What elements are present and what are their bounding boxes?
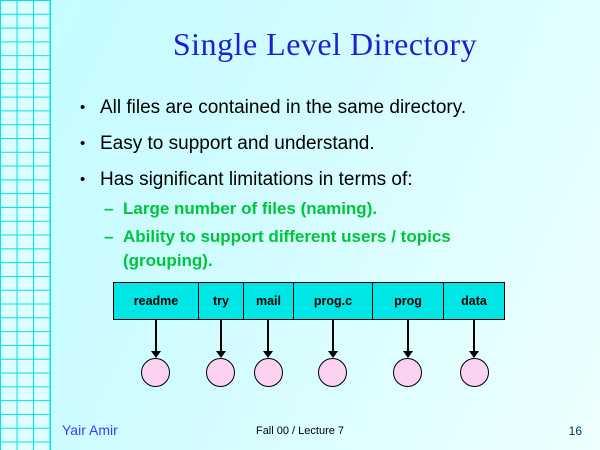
down-arrow-icon <box>267 320 269 351</box>
down-arrow-head-icon <box>327 351 338 358</box>
file-node-circle <box>393 358 422 387</box>
file-node-circle <box>459 358 489 387</box>
bullet-text: Easy to support and understand. <box>100 133 375 154</box>
slide-title: Single Level Directory <box>172 26 478 62</box>
file-pointer <box>243 320 293 387</box>
down-arrow-head-icon <box>150 351 161 358</box>
file-node-circle <box>206 358 235 387</box>
table-cell-prog-c: prog.c <box>294 283 373 319</box>
table-cell-data: data <box>461 294 487 308</box>
file-node-circle <box>141 358 170 387</box>
file-pointer <box>113 320 198 387</box>
bullet-list: • All files are contained in the same di… <box>80 96 560 204</box>
sub-bullet-item: – Large number of files (naming). <box>104 197 534 221</box>
dash-marker: – <box>104 199 114 218</box>
dash-marker: – <box>104 227 114 246</box>
down-arrow-icon <box>154 320 157 351</box>
down-arrow-icon <box>473 320 475 351</box>
table-cell-readme: readme <box>114 283 199 319</box>
bullet-marker: • <box>80 171 86 188</box>
page-number: 16 <box>568 424 582 438</box>
bullet-text: Has significant limitations in terms of: <box>100 169 413 190</box>
bullet-marker: • <box>80 99 86 116</box>
bullet-item: • Has significant limitations in terms o… <box>80 168 560 191</box>
bullet-item: • Easy to support and understand. <box>80 132 560 155</box>
bullet-text: All files are contained in the same dire… <box>100 97 467 118</box>
file-node-circle <box>318 358 347 387</box>
down-arrow-head-icon <box>402 351 413 358</box>
table-cell-try: try <box>199 283 244 319</box>
decorative-grid-strip <box>0 0 51 450</box>
bullet-item: • All files are contained in the same di… <box>80 96 560 119</box>
pointer-row <box>113 320 505 387</box>
sub-bullet-text: Large number of files (naming). <box>123 199 378 218</box>
down-arrow-head-icon <box>469 351 479 358</box>
sub-bullet-list: – Large number of files (naming). – Abil… <box>104 197 534 277</box>
down-arrow-head-icon <box>215 351 226 358</box>
file-node-circle <box>253 358 283 387</box>
directory-table: readme try mail prog.c prog data <box>113 282 505 320</box>
file-pointer <box>293 320 372 387</box>
bullet-marker: • <box>80 135 86 152</box>
footer-course-label: Fall 00 / Lecture 7 <box>255 425 345 437</box>
file-pointer <box>198 320 243 387</box>
table-cell-mail: mail <box>244 283 294 319</box>
sub-bullet-text: Ability to support different users / top… <box>123 227 451 270</box>
file-pointer <box>443 320 505 387</box>
down-arrow-icon <box>219 320 222 351</box>
single-level-directory-diagram: readme try mail prog.c prog data <box>113 282 505 387</box>
table-cell-prog: prog <box>373 283 444 319</box>
down-arrow-icon <box>406 320 409 351</box>
footer-author: Yair Amir <box>62 422 118 438</box>
down-arrow-icon <box>331 320 334 351</box>
sub-bullet-item: – Ability to support different users / t… <box>104 225 534 273</box>
down-arrow-head-icon <box>263 351 273 358</box>
file-pointer <box>372 320 443 387</box>
